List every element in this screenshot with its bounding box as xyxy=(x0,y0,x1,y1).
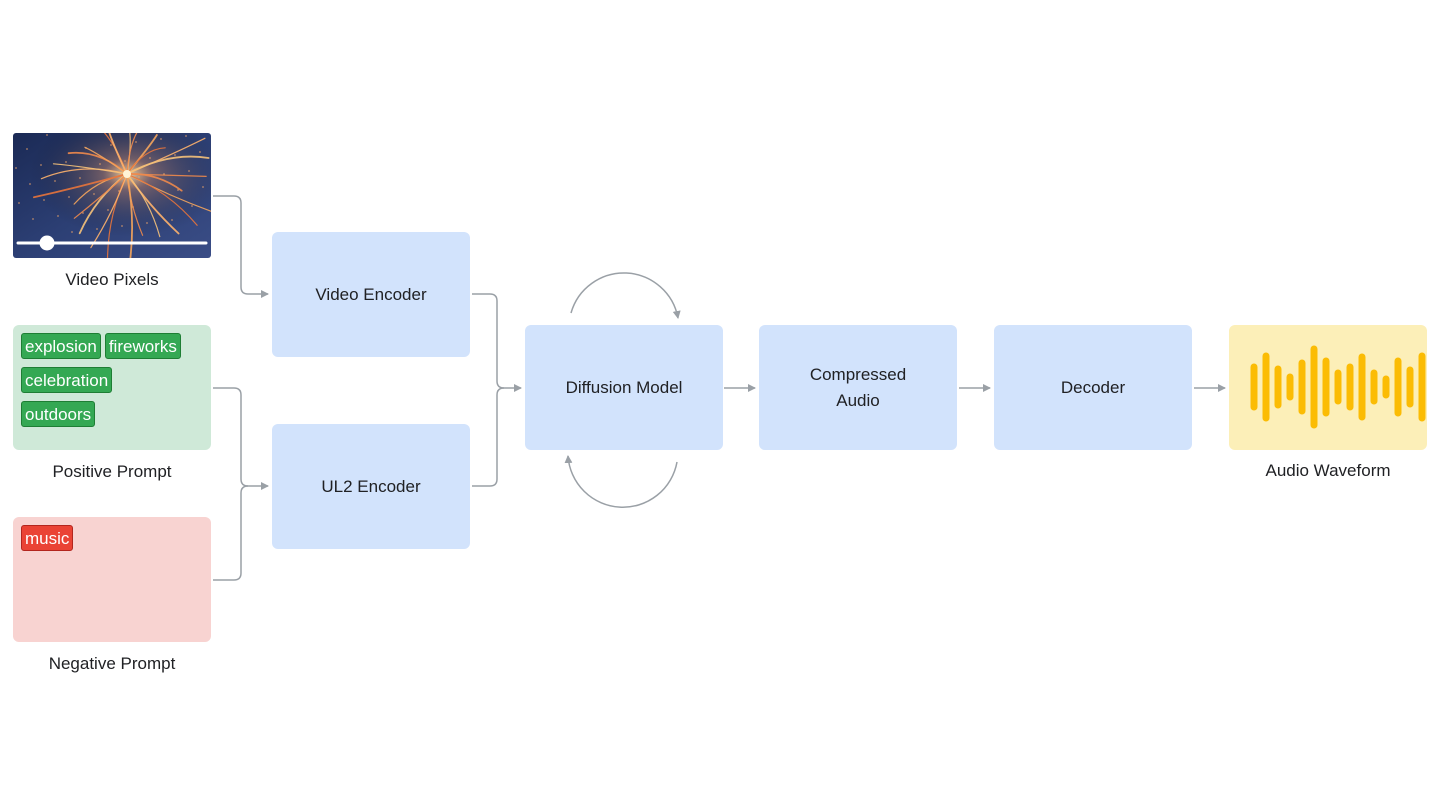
positive-to-ul2-connector xyxy=(213,387,269,490)
video-to-encoder-connector xyxy=(213,195,269,298)
loop-arrow-icon xyxy=(564,455,678,508)
compressed-audio-label-line2: Audio xyxy=(836,390,880,410)
fireworks-image xyxy=(13,133,211,258)
audio-waveform-caption: Audio Waveform xyxy=(1265,461,1391,480)
positive-tag: fireworks xyxy=(104,333,181,359)
compressed-audio-label-line1: Compressed xyxy=(809,364,907,384)
positive-tag: outdoors xyxy=(21,401,96,427)
video-encoder-label: Video Encoder xyxy=(315,284,427,304)
video-encoder-node: Video Encoder xyxy=(272,232,470,357)
ul2-encoder-to-diffusion-connector xyxy=(472,387,505,487)
positive-tag: celebration xyxy=(21,367,113,393)
diffusion-model-node: Diffusion Model xyxy=(525,325,723,450)
ul2-encoder-node: UL2 Encoder xyxy=(272,424,470,549)
waveform-icon xyxy=(1250,345,1426,429)
compressed-audio-node: Compressed Audio xyxy=(759,325,957,450)
negative-to-ul2-connector xyxy=(213,485,249,581)
audio-waveform-box xyxy=(1229,325,1427,450)
negative-prompt-box: music xyxy=(13,517,211,642)
video-scrubber-icon xyxy=(39,235,55,251)
video-encoder-to-diffusion-connector xyxy=(472,293,522,392)
positive-prompt-box: explosion fireworks celebration outdoors xyxy=(13,325,211,450)
negative-tag: music xyxy=(21,525,74,551)
decoder-label: Decoder xyxy=(1060,377,1126,397)
ul2-encoder-label: UL2 Encoder xyxy=(321,476,421,496)
video-pixels-caption: Video Pixels xyxy=(65,270,159,289)
decoder-node: Decoder xyxy=(994,325,1192,450)
positive-tag: explosion xyxy=(21,333,101,359)
positive-prompt-caption: Positive Prompt xyxy=(52,462,172,481)
negative-prompt-caption: Negative Prompt xyxy=(48,654,176,673)
loop-arrow-icon xyxy=(570,272,681,319)
diffusion-model-label: Diffusion Model xyxy=(565,377,683,397)
